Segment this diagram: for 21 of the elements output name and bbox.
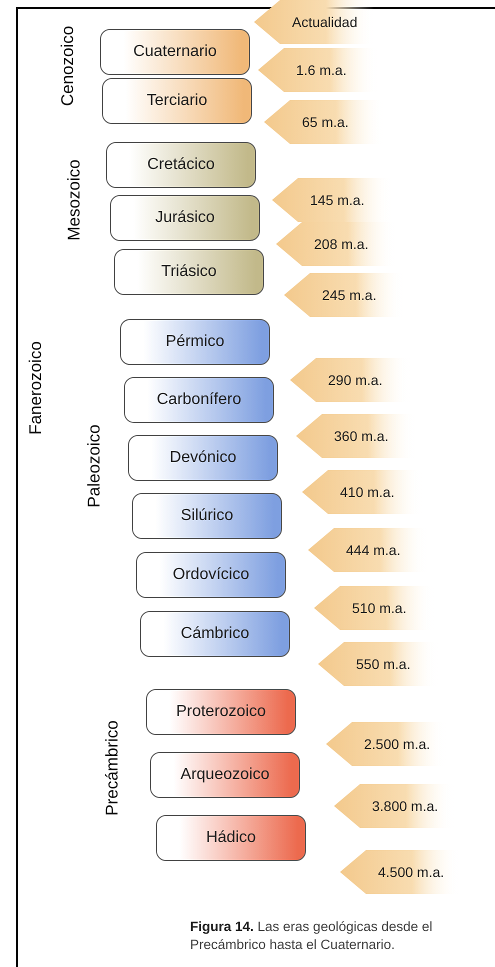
era-label: Precámbrico <box>102 720 122 816</box>
era-label: Cenozoico <box>58 26 78 106</box>
period-box: Hádico <box>156 815 306 861</box>
period-box: Carbonífero <box>124 377 274 423</box>
era-label: Fanerozoico <box>26 341 46 435</box>
period-box: Jurásico <box>110 195 260 241</box>
period-box: Devónico <box>128 435 278 481</box>
period-box: Silúrico <box>132 493 282 539</box>
age-tag: Actualidad <box>254 0 374 44</box>
era-label: Paleozoico <box>84 424 104 508</box>
period-box: Arqueozoico <box>150 752 300 798</box>
period-box: Proterozoico <box>146 689 296 735</box>
period-box: Ordovícico <box>136 552 286 598</box>
era-label: Mesozoico <box>64 159 84 241</box>
period-box: Cretácico <box>106 142 256 188</box>
period-box: Triásico <box>114 249 264 295</box>
period-box: Cuaternario <box>100 29 250 75</box>
figure-caption: Figura 14. Las eras geológicas desde el Precámbrico hasta el Cuaternario. <box>190 918 434 954</box>
period-box: Terciario <box>102 78 252 124</box>
period-box: Pérmico <box>120 319 270 365</box>
period-box: Cámbrico <box>140 611 290 657</box>
